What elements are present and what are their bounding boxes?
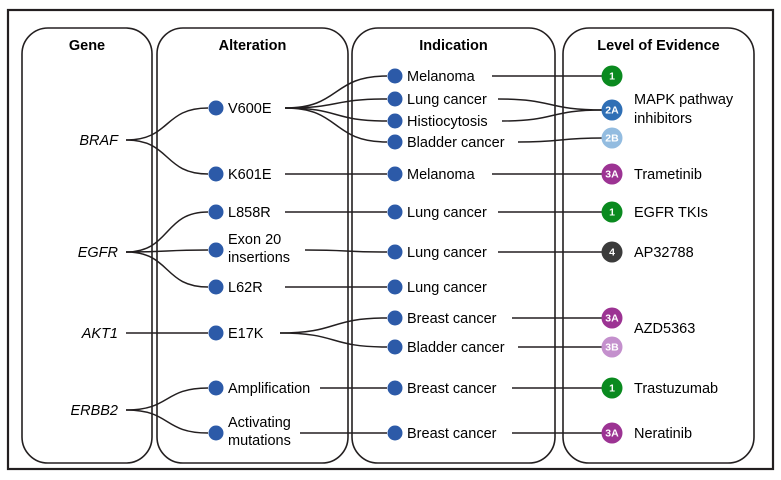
evidence-badge-e1[interactable]: [601, 65, 623, 87]
indication-label-i_melanoma_2: Melanoma: [407, 167, 476, 183]
drug-label-e9: Trastuzumab: [634, 381, 718, 397]
evidence-level-e9: 1: [609, 383, 615, 395]
edge-i_lung_1-to-e2: [497, 98, 604, 111]
alteration-label-exon20: insertions: [228, 250, 290, 266]
column-header-evidence: Level of Evidence: [597, 38, 720, 54]
evidence-level-e2: 2A: [605, 105, 619, 117]
edge-i_bladder_1-to-e3: [517, 137, 604, 143]
alteration-dot-amp[interactable]: [208, 380, 224, 396]
alteration-label-l62r: L62R: [228, 280, 263, 296]
gene-label-egfr: EGFR: [78, 245, 119, 261]
alteration-label-activating: mutations: [228, 433, 291, 449]
indication-label-i_lung_3: Lung cancer: [407, 245, 487, 261]
panel-indication: [351, 27, 556, 464]
edge-v600e-to-i_bladder_1: [284, 107, 388, 143]
indication-dot-i_melanoma_1[interactable]: [387, 68, 403, 84]
alteration-dot-exon20[interactable]: [208, 242, 224, 258]
indication-dot-i_bladder_2[interactable]: [387, 339, 403, 355]
drug-label-mapk_label: MAPK pathway: [634, 92, 734, 108]
alteration-label-exon20: Exon 20: [228, 232, 281, 248]
edge-braf-to-k601e: [125, 139, 209, 175]
edge-e17k-to-i_bladder_2: [279, 332, 388, 348]
alteration-label-l858r: L858R: [228, 205, 271, 221]
alteration-dot-e17k[interactable]: [208, 325, 224, 341]
evidence-badge-e3[interactable]: [601, 127, 623, 149]
evidence-level-e6: 4: [609, 247, 615, 259]
drug-label-e4: Trametinib: [634, 167, 702, 183]
alteration-dot-v600e[interactable]: [208, 100, 224, 116]
indication-label-i_breast_1: Breast cancer: [407, 311, 497, 327]
column-header-gene: Gene: [69, 38, 105, 54]
indication-label-i_histio: Histiocytosis: [407, 114, 488, 130]
evidence-badge-e6[interactable]: [601, 241, 623, 263]
indication-label-i_melanoma_1: Melanoma: [407, 69, 476, 85]
edge-exon20-to-i_lung_3: [304, 249, 388, 253]
column-header-indication: Indication: [419, 38, 487, 54]
edge-e17k-to-i_breast_1: [279, 317, 388, 334]
indication-dot-i_histio[interactable]: [387, 113, 403, 129]
indication-dot-i_bladder_1[interactable]: [387, 134, 403, 150]
indication-dot-i_breast_1[interactable]: [387, 310, 403, 326]
edge-egfr-to-l62r: [125, 251, 209, 288]
edge-erbb2-to-activating: [125, 409, 209, 434]
indication-dot-i_lung_4[interactable]: [387, 279, 403, 295]
indication-label-i_breast_3: Breast cancer: [407, 426, 497, 442]
evidence-level-e1: 1: [609, 71, 615, 83]
drug-label-e5: EGFR TKIs: [634, 205, 708, 221]
evidence-level-e5: 1: [609, 207, 615, 219]
indication-dot-i_lung_2[interactable]: [387, 204, 403, 220]
edge-erbb2-to-amp: [125, 387, 209, 411]
indication-label-i_lung_1: Lung cancer: [407, 92, 487, 108]
edge-v600e-to-i_lung_1: [284, 98, 388, 109]
alteration-label-v600e: V600E: [228, 101, 272, 117]
evidence-level-e7: 3A: [605, 313, 619, 325]
outer-frame: [6, 8, 775, 471]
edge-braf-to-v600e: [125, 107, 209, 141]
drug-label-e10: Neratinib: [634, 426, 692, 442]
alteration-dot-activating[interactable]: [208, 425, 224, 441]
indication-dot-i_lung_3[interactable]: [387, 244, 403, 260]
evidence-badge-e7[interactable]: [601, 307, 623, 329]
edge-v600e-to-i_melanoma_1: [284, 75, 388, 109]
evidence-level-e8: 3B: [605, 342, 619, 354]
panel-alteration: [156, 27, 349, 464]
drug-label-azd5363_label: AZD5363: [634, 321, 695, 337]
evidence-badge-e5[interactable]: [601, 201, 623, 223]
indication-label-i_breast_2: Breast cancer: [407, 381, 497, 397]
indication-label-i_lung_4: Lung cancer: [407, 280, 487, 296]
alteration-label-activating: Activating: [228, 415, 291, 431]
evidence-badge-e2[interactable]: [601, 99, 623, 121]
gene-label-erbb2: ERBB2: [70, 403, 118, 419]
edge-egfr-to-exon20: [125, 249, 209, 253]
gene-label-akt1: AKT1: [81, 326, 118, 342]
alteration-label-e17k: E17K: [228, 326, 264, 342]
indication-dot-i_breast_2[interactable]: [387, 380, 403, 396]
drug-label-mapk_label: inhibitors: [634, 111, 692, 127]
indication-label-i_bladder_2: Bladder cancer: [407, 340, 505, 356]
alteration-label-amp: Amplification: [228, 381, 310, 397]
indication-label-i_bladder_1: Bladder cancer: [407, 135, 505, 151]
edge-egfr-to-l858r: [125, 211, 209, 253]
evidence-badge-e4[interactable]: [601, 163, 623, 185]
evidence-badge-e10[interactable]: [601, 422, 623, 444]
alteration-dot-k601e[interactable]: [208, 166, 224, 182]
indication-dot-i_breast_3[interactable]: [387, 425, 403, 441]
evidence-level-e4: 3A: [605, 169, 619, 181]
evidence-level-e3: 2B: [605, 133, 619, 145]
edge-i_histio-to-e2: [501, 109, 604, 122]
edge-layer: [125, 75, 604, 434]
alteration-label-k601e: K601E: [228, 167, 272, 183]
alteration-dot-l858r[interactable]: [208, 204, 224, 220]
evidence-level-e10: 3A: [605, 428, 619, 440]
evidence-badge-e9[interactable]: [601, 377, 623, 399]
indication-dot-i_melanoma_2[interactable]: [387, 166, 403, 182]
gene-label-braf: BRAF: [79, 133, 119, 149]
alteration-dot-l62r[interactable]: [208, 279, 224, 295]
drug-label-e6: AP32788: [634, 245, 694, 261]
column-header-alteration: Alteration: [219, 38, 287, 54]
indication-dot-i_lung_1[interactable]: [387, 91, 403, 107]
evidence-badge-e8[interactable]: [601, 336, 623, 358]
indication-label-i_lung_2: Lung cancer: [407, 205, 487, 221]
